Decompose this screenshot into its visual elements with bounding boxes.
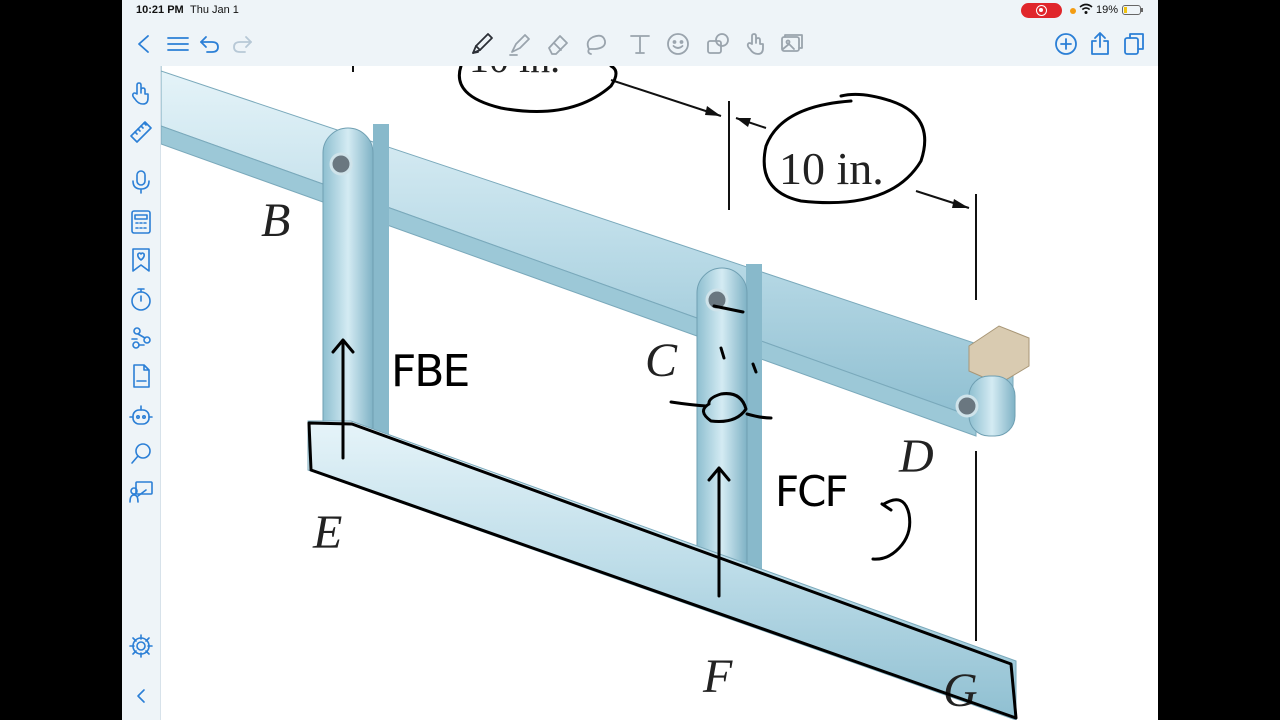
label-b: B xyxy=(261,194,290,247)
ink-annotations xyxy=(307,304,1018,720)
ink-circles xyxy=(458,64,927,205)
eraser-tool-icon[interactable] xyxy=(544,30,572,58)
timer-icon[interactable] xyxy=(127,286,155,314)
dimension-top-label: 10 in. xyxy=(469,66,560,81)
search-icon[interactable] xyxy=(127,440,155,468)
dimension-lines xyxy=(352,66,977,641)
shapes-tool-icon[interactable] xyxy=(704,30,732,58)
calculator-icon[interactable] xyxy=(127,208,155,236)
label-f: F xyxy=(702,650,733,703)
ipad-screen: 10:21 PM Thu Jan 1 19% xyxy=(122,0,1158,720)
add-icon[interactable] xyxy=(1052,30,1080,58)
diagram-icon[interactable] xyxy=(127,324,155,352)
mic-indicator-dot xyxy=(1070,8,1076,14)
label-d: D xyxy=(898,430,934,483)
menu-icon[interactable] xyxy=(164,30,192,58)
share-icon[interactable] xyxy=(1086,30,1114,58)
annotation-fcf: FCF xyxy=(775,467,847,516)
highlighter-tool-icon[interactable] xyxy=(506,30,534,58)
status-date: Thu Jan 1 xyxy=(190,4,239,16)
link-cf xyxy=(696,264,762,610)
label-c: C xyxy=(645,334,678,387)
settings-icon[interactable] xyxy=(127,632,155,660)
block-d xyxy=(955,325,1030,437)
text-tool-icon[interactable] xyxy=(626,30,654,58)
image-tool-icon[interactable] xyxy=(778,30,806,58)
presentation-icon[interactable] xyxy=(127,478,155,506)
hand-tool-icon[interactable] xyxy=(742,30,770,58)
battery-percent: 19% xyxy=(1096,4,1119,16)
sticker-tool-icon[interactable] xyxy=(664,30,692,58)
status-bar: 10:21 PM Thu Jan 1 19% xyxy=(122,0,1158,22)
status-time: 10:21 PM xyxy=(136,4,184,16)
collapse-icon[interactable] xyxy=(127,682,155,710)
lasso-tool-icon[interactable] xyxy=(582,30,610,58)
assistant-icon[interactable] xyxy=(127,402,155,430)
ruler-icon[interactable] xyxy=(127,118,155,146)
microphone-icon[interactable] xyxy=(127,168,155,196)
hand-icon[interactable] xyxy=(127,80,155,108)
battery-icon xyxy=(1122,5,1143,15)
sidebar xyxy=(122,66,161,720)
screen-record-indicator[interactable] xyxy=(1021,3,1062,18)
battery-fill xyxy=(1124,7,1127,13)
document-icon[interactable] xyxy=(127,362,155,390)
undo-icon[interactable] xyxy=(196,30,224,58)
label-e: E xyxy=(312,506,342,559)
annotation-fbe: FBE xyxy=(391,346,468,397)
wifi-icon xyxy=(1079,3,1093,18)
toolbar xyxy=(122,22,1158,67)
dimension-right-label: 10 in. xyxy=(779,143,884,194)
mechanism-diagram: 10 in. 10 in. B C D E F G FBE FCF xyxy=(160,36,1030,720)
record-icon xyxy=(1036,5,1047,16)
pages-icon[interactable] xyxy=(1120,30,1148,58)
back-chevron-icon[interactable] xyxy=(130,30,158,58)
redo-icon[interactable] xyxy=(228,30,256,58)
pen-tool-icon[interactable] xyxy=(468,30,496,58)
label-g: G xyxy=(943,664,978,717)
bookmark-icon[interactable] xyxy=(127,246,155,274)
note-canvas[interactable]: 10 in. 10 in. B C D E F G FBE FCF xyxy=(160,36,1158,720)
